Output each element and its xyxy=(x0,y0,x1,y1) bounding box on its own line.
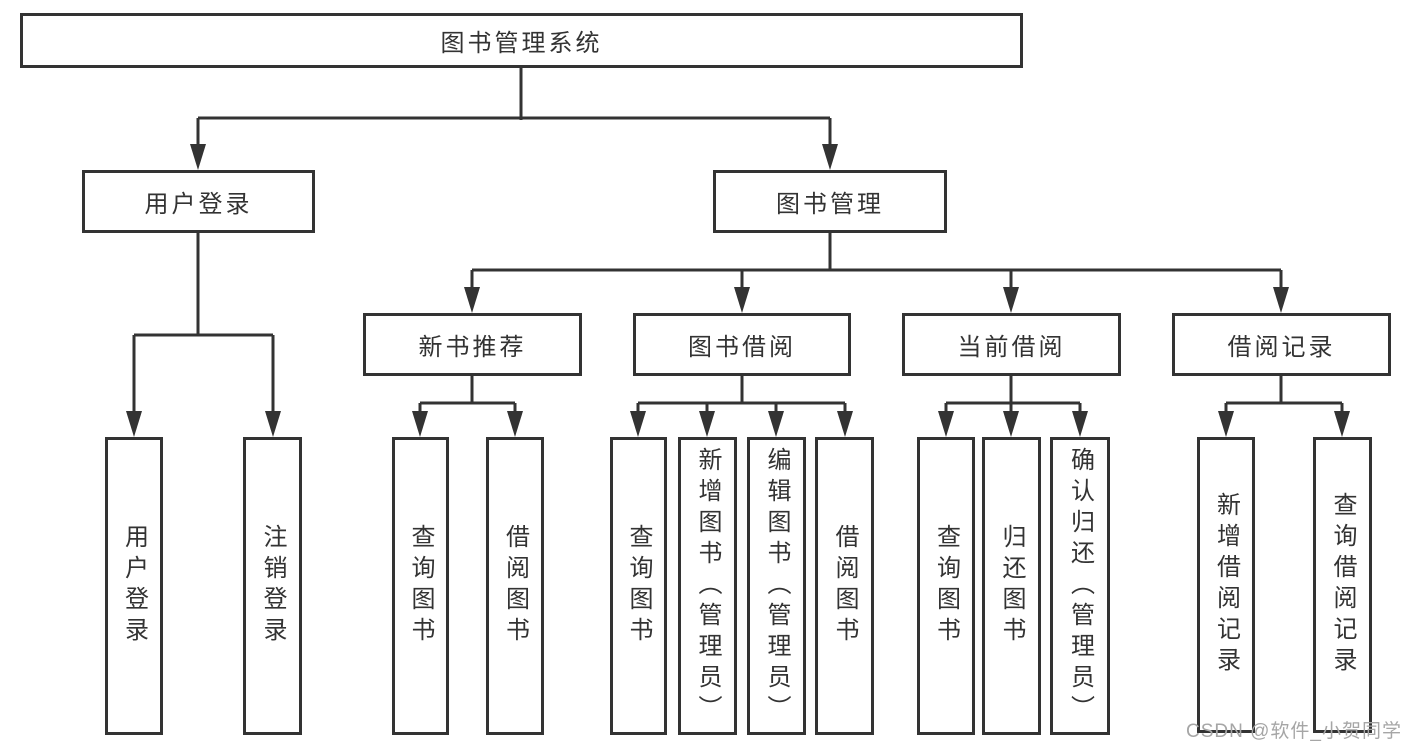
node-new-book-recommend: 新书推荐 xyxy=(363,313,582,376)
node-current-borrow: 当前借阅 xyxy=(902,313,1121,376)
arrow-icon xyxy=(1218,411,1234,437)
arrow-icon xyxy=(938,411,954,437)
connector-root-to-level2 xyxy=(196,68,832,147)
leaf-query-books-borrow: 查询图书 xyxy=(610,437,667,735)
leaf-edit-book-admin: 编辑图书（管理员） xyxy=(747,437,806,735)
arrow-icon xyxy=(190,144,206,170)
connector-current-borrow-children xyxy=(944,376,1082,413)
node-book-borrow: 图书借阅 xyxy=(633,313,851,376)
arrowheads xyxy=(126,144,1350,437)
arrow-icon xyxy=(630,411,646,437)
arrow-icon xyxy=(265,411,281,437)
arrow-icon xyxy=(1003,411,1019,437)
arrow-icon xyxy=(1273,287,1289,313)
connector-borrow-record-children xyxy=(1224,376,1344,413)
arrow-icon xyxy=(1003,287,1019,313)
leaf-return-book: 归还图书 xyxy=(982,437,1041,735)
arrow-icon xyxy=(507,411,523,437)
connector-book-borrow-children xyxy=(636,376,847,413)
connector-new-book-children xyxy=(418,376,517,413)
arrow-icon xyxy=(464,287,480,313)
leaf-user-login: 用户登录 xyxy=(105,437,163,735)
node-borrow-records: 借阅记录 xyxy=(1172,313,1391,376)
leaf-query-books-recommend: 查询图书 xyxy=(392,437,449,735)
node-user-login: 用户登录 xyxy=(82,170,315,233)
leaf-borrow-books: 借阅图书 xyxy=(815,437,874,735)
connector-user-login-children xyxy=(132,233,275,413)
arrow-icon xyxy=(1072,411,1088,437)
arrow-icon xyxy=(126,411,142,437)
arrow-icon xyxy=(837,411,853,437)
node-root: 图书管理系统 xyxy=(20,13,1023,68)
arrow-icon xyxy=(734,287,750,313)
leaf-add-book-admin: 新增图书（管理员） xyxy=(678,437,737,735)
arrow-icon xyxy=(1334,411,1350,437)
leaf-query-borrow-record: 查询借阅记录 xyxy=(1313,437,1372,733)
arrow-icon xyxy=(699,411,715,437)
arrow-icon xyxy=(822,144,838,170)
leaf-query-books-current: 查询图书 xyxy=(917,437,975,735)
leaf-confirm-return-admin: 确认归还（管理员） xyxy=(1050,437,1110,735)
arrow-icon xyxy=(412,411,428,437)
leaf-borrow-books-recommend: 借阅图书 xyxy=(486,437,544,735)
node-book-management: 图书管理 xyxy=(713,170,947,233)
leaf-logout: 注销登录 xyxy=(243,437,302,735)
leaf-add-borrow-record: 新增借阅记录 xyxy=(1197,437,1255,733)
watermark: CSDN @软件_小贺同学 xyxy=(1186,721,1402,742)
arrow-icon xyxy=(768,411,784,437)
connector-book-mgmt-to-level3 xyxy=(470,233,1283,289)
